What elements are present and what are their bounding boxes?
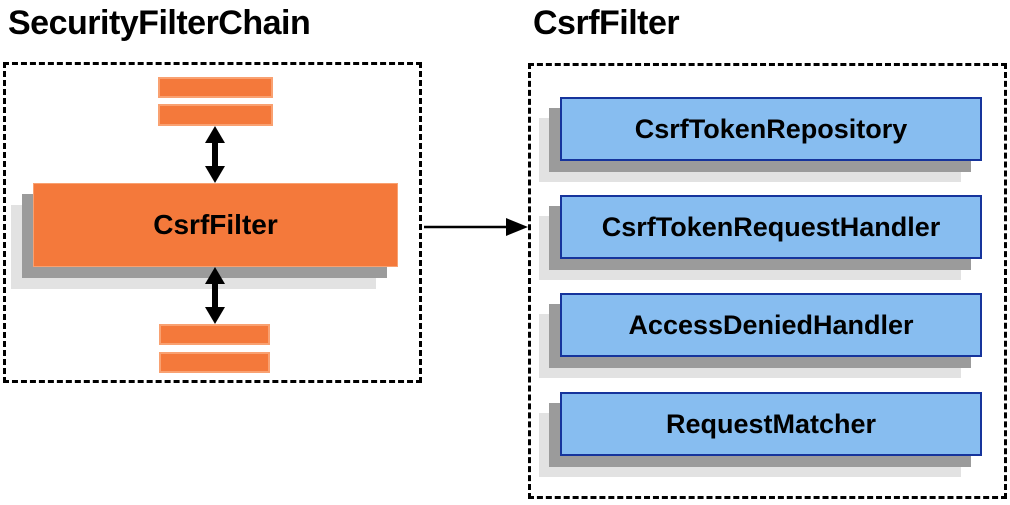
component-label: CsrfTokenRepository	[634, 113, 908, 144]
csrf-filter-box: CsrfFilter	[33, 183, 398, 267]
component-label: RequestMatcher	[665, 408, 877, 439]
double-headed-arrow-icon	[205, 267, 225, 324]
filter-bar-top-2	[158, 104, 273, 126]
component-csrf-token-request-handler: CsrfTokenRequestHandler	[560, 195, 982, 259]
security-filter-chain-panel	[3, 62, 422, 383]
component-request-matcher: RequestMatcher	[560, 392, 982, 456]
component-access-denied-handler: AccessDeniedHandler	[560, 293, 982, 357]
component-csrf-token-repository: CsrfTokenRepository	[560, 97, 982, 161]
security-filter-chain-title: SecurityFilterChain	[8, 4, 311, 42]
filter-bar-top-1	[158, 77, 273, 98]
csrf-filter-title: CsrfFilter	[533, 4, 680, 42]
double-headed-arrow-icon	[205, 126, 225, 183]
filter-bar-bottom-2	[159, 352, 270, 373]
component-label: AccessDeniedHandler	[628, 309, 914, 340]
component-label: CsrfTokenRequestHandler	[601, 211, 941, 242]
csrf-filter-box-label: CsrfFilter	[153, 209, 278, 240]
filter-bar-bottom-1	[159, 324, 270, 345]
csrf-filter-panel	[528, 63, 1007, 499]
right-arrow-icon	[424, 218, 528, 236]
